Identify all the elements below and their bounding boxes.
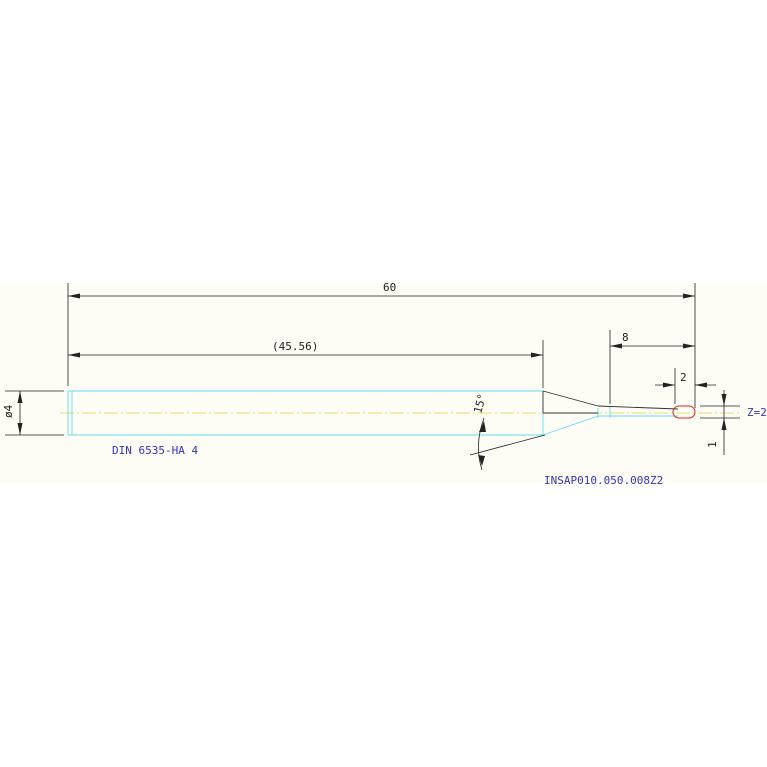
dimension-2-label: 2 bbox=[680, 371, 687, 384]
taper-lower-line bbox=[542, 415, 599, 436]
dimension-angle: 15° bbox=[469, 392, 546, 471]
part-number-label: INSAP010.050.008Z2 bbox=[544, 474, 663, 487]
tool-outline bbox=[67, 390, 678, 436]
neck-upper-line bbox=[597, 405, 679, 410]
dimension-60-label: 60 bbox=[383, 281, 396, 294]
dimension-tip-offset: 1 bbox=[700, 390, 740, 455]
taper-upper-line bbox=[542, 390, 599, 407]
flute-count-label: Z=2 bbox=[747, 406, 767, 419]
dimension-8-label: 8 bbox=[622, 331, 629, 344]
dimension-neck-length: 8 bbox=[609, 330, 695, 404]
dimension-cut-length: 2 bbox=[655, 368, 716, 404]
cutting-edge-mark bbox=[672, 405, 696, 419]
dimension-diameter-label: ø4 bbox=[2, 404, 15, 418]
drawing-area bbox=[0, 283, 767, 483]
dimension-diameter: ø4 bbox=[2, 390, 64, 436]
tip-offset-label: 1 bbox=[706, 441, 719, 448]
dimension-45-56-label: (45.56) bbox=[272, 340, 318, 353]
angle-label: 15° bbox=[471, 392, 489, 415]
shank-standard-label: DIN 6535-HA 4 bbox=[112, 444, 198, 457]
dimension-shank-length: (45.56) bbox=[68, 340, 544, 388]
tool-profile-upper bbox=[542, 390, 679, 414]
dimension-overall-length: 60 bbox=[67, 281, 696, 408]
